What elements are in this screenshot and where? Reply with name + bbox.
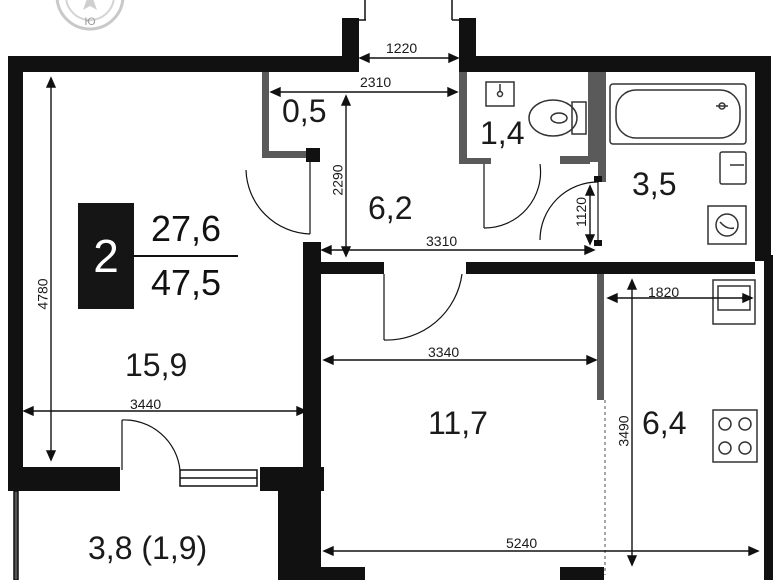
room-area-bathroom: 3,5 [632, 166, 677, 202]
room-area-bedroom: 11,7 [428, 405, 488, 441]
room-area-toilet: 1,4 [480, 115, 525, 151]
dim-hall-top-width: 2310 [360, 74, 392, 90]
dim-hall-height: 2290 [329, 164, 346, 196]
dim-entrance-width: 1220 [386, 40, 418, 56]
room-area-balcony: 3,8 (1,9) [88, 530, 208, 566]
living-area: 27,6 [134, 203, 238, 257]
dim-living-width: 3440 [130, 396, 162, 412]
washing-machine-icon [707, 205, 747, 245]
exterior-walls [8, 18, 773, 580]
dim-total-width: 5240 [506, 535, 538, 551]
dim-bedroom-width: 3340 [428, 344, 460, 360]
doors [121, 162, 602, 471]
area-summary-badge: 2 27,6 47,5 [78, 203, 238, 309]
toilet-icon [528, 99, 587, 137]
dimension-lines [22, 52, 760, 567]
bathtub-icon [609, 83, 747, 145]
balcony-window [13, 469, 258, 580]
dim-bath-door-height: 1120 [573, 196, 590, 228]
rooms-count: 2 [78, 203, 134, 309]
room-area-closet: 0,5 [282, 93, 327, 129]
room-area-kitchen: 6,4 [642, 405, 687, 441]
compass-icon: Ю [55, 0, 125, 31]
dim-kitchen-width: 1820 [648, 284, 680, 300]
total-area: 47,5 [150, 262, 222, 303]
dim-hall-bottom-width: 3310 [426, 233, 458, 249]
dim-living-height: 4780 [34, 278, 51, 310]
dim-kitchen-height: 3490 [615, 415, 632, 447]
stove-icon [712, 409, 758, 463]
kitchen-sink-icon [712, 279, 756, 325]
entrance-door [350, 0, 468, 21]
room-area-living: 15,9 [125, 347, 188, 383]
sink-icon [719, 151, 747, 185]
compass-letter: Ю [84, 16, 95, 28]
toilet-sink-icon [485, 81, 515, 107]
room-area-hallway: 6,2 [368, 190, 413, 226]
partitions [262, 72, 606, 400]
